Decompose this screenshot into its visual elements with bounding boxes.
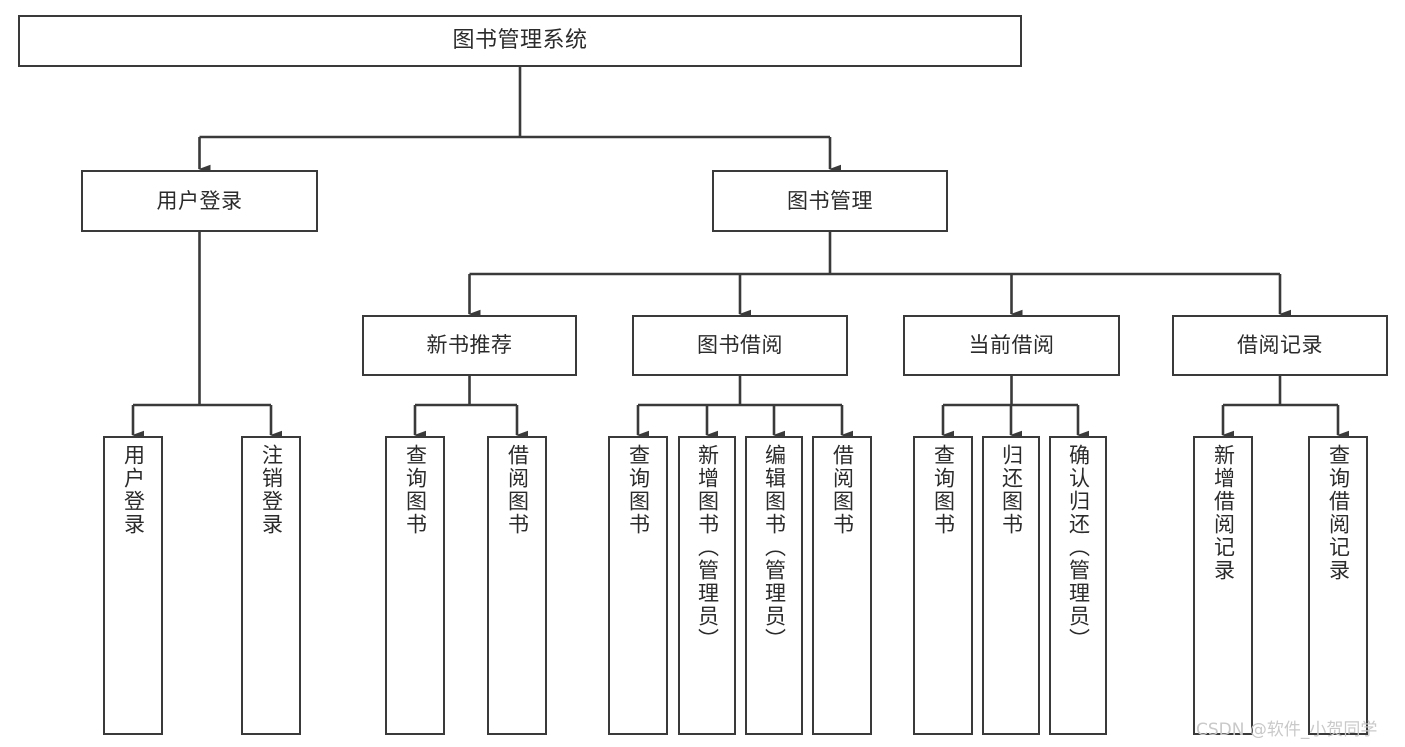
node-root[interactable]: 图书管理系统 <box>18 15 1022 67</box>
node-label: 新增借阅记录 <box>1211 444 1236 582</box>
node-new-book-rec[interactable]: 新书推荐 <box>362 315 577 376</box>
csdn-watermark: CSDN @软件_小贺同学 <box>1196 720 1378 740</box>
node-label: 借阅图书 <box>830 444 855 536</box>
node-label: 新增图书（管理员） <box>695 444 720 651</box>
node-leaf-bb-add[interactable]: 新增图书（管理员） <box>678 436 736 735</box>
node-leaf-user-logout[interactable]: 注销登录 <box>241 436 301 735</box>
node-label: 查询借阅记录 <box>1326 444 1351 582</box>
node-leaf-bb-borrow[interactable]: 借阅图书 <box>812 436 872 735</box>
node-label: 图书管理系统 <box>452 28 588 54</box>
node-leaf-cb-confirm[interactable]: 确认归还（管理员） <box>1049 436 1107 735</box>
node-borrow-record[interactable]: 借阅记录 <box>1172 315 1388 376</box>
node-leaf-rec-borrow[interactable]: 借阅图书 <box>487 436 547 735</box>
node-leaf-cb-query[interactable]: 查询图书 <box>913 436 973 735</box>
node-book-manage[interactable]: 图书管理 <box>712 170 948 232</box>
edge-group <box>131 67 1349 440</box>
node-label: 查询图书 <box>403 444 428 536</box>
node-leaf-user-login[interactable]: 用户登录 <box>103 436 163 735</box>
node-user-login[interactable]: 用户登录 <box>81 170 318 232</box>
node-current-borrow[interactable]: 当前借阅 <box>903 315 1120 376</box>
node-label: 借阅图书 <box>505 444 530 536</box>
node-label: 借阅记录 <box>1237 333 1323 358</box>
node-leaf-br-query[interactable]: 查询借阅记录 <box>1308 436 1368 735</box>
node-leaf-br-add[interactable]: 新增借阅记录 <box>1193 436 1253 735</box>
node-leaf-cb-return[interactable]: 归还图书 <box>982 436 1040 735</box>
node-label: 查询图书 <box>626 444 651 536</box>
node-label: 用户登录 <box>121 444 146 536</box>
node-label: 归还图书 <box>999 444 1024 536</box>
node-label: 注销登录 <box>259 444 284 536</box>
node-leaf-bb-edit[interactable]: 编辑图书（管理员） <box>745 436 803 735</box>
node-label: 图书管理 <box>787 188 873 213</box>
node-label: 图书借阅 <box>697 333 783 358</box>
node-leaf-bb-query[interactable]: 查询图书 <box>608 436 668 735</box>
node-label: 新书推荐 <box>426 333 513 358</box>
node-label: 用户登录 <box>156 188 243 213</box>
node-label: 编辑图书（管理员） <box>762 444 787 651</box>
node-label: 确认归还（管理员） <box>1066 444 1091 651</box>
node-label: 查询图书 <box>931 444 956 536</box>
node-label: 当前借阅 <box>968 333 1055 358</box>
node-leaf-rec-query[interactable]: 查询图书 <box>385 436 445 735</box>
node-book-borrow[interactable]: 图书借阅 <box>632 315 848 376</box>
